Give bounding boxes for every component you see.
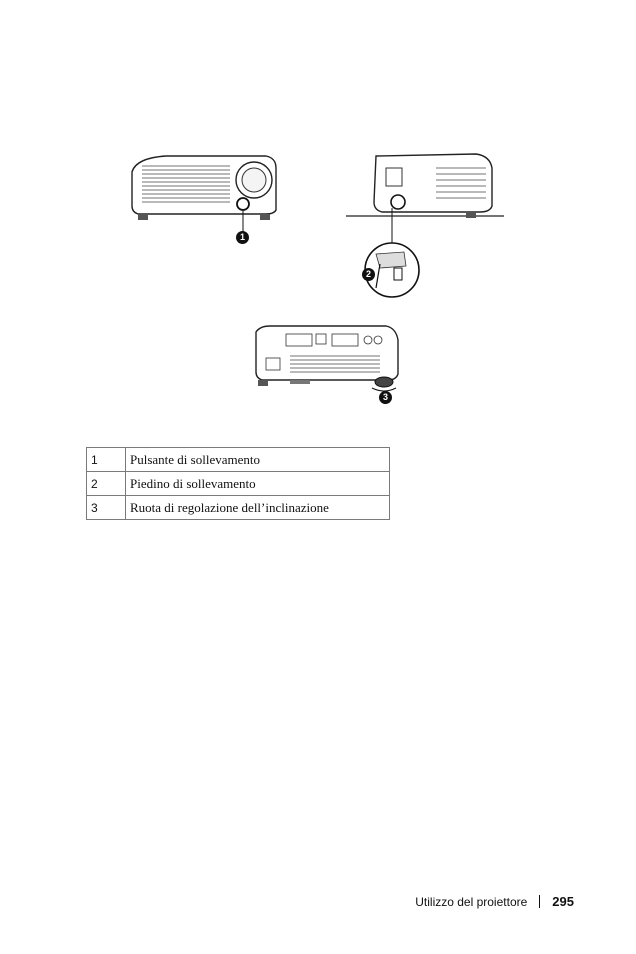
callout-legend-table: 1 Pulsante di sollevamento 2 Piedino di …: [86, 447, 390, 520]
footer-divider: [539, 895, 541, 908]
table-row: 2 Piedino di sollevamento: [86, 471, 390, 496]
projector-rear-illustration: [255, 325, 399, 392]
row-number: 2: [86, 471, 126, 496]
row-number: 3: [86, 495, 126, 520]
page-number: 295: [552, 894, 574, 909]
callout-1: 1: [236, 231, 249, 244]
projector-front-illustration: [131, 155, 277, 232]
table-row: 1 Pulsante di sollevamento: [86, 447, 390, 472]
row-label: Pulsante di sollevamento: [125, 447, 390, 472]
callout-3: 3: [379, 391, 392, 404]
row-label: Ruota di regolazione dell’inclinazione: [125, 495, 390, 520]
page-footer: Utilizzo del proiettore 295: [415, 894, 574, 909]
table-row: 3 Ruota di regolazione dell’inclinazione: [86, 495, 390, 520]
row-label: Piedino di sollevamento: [125, 471, 390, 496]
footer-section-title: Utilizzo del proiettore: [415, 894, 528, 909]
projector-side-illustration: [346, 153, 504, 298]
row-number: 1: [86, 447, 126, 472]
callout-2: 2: [362, 268, 375, 281]
